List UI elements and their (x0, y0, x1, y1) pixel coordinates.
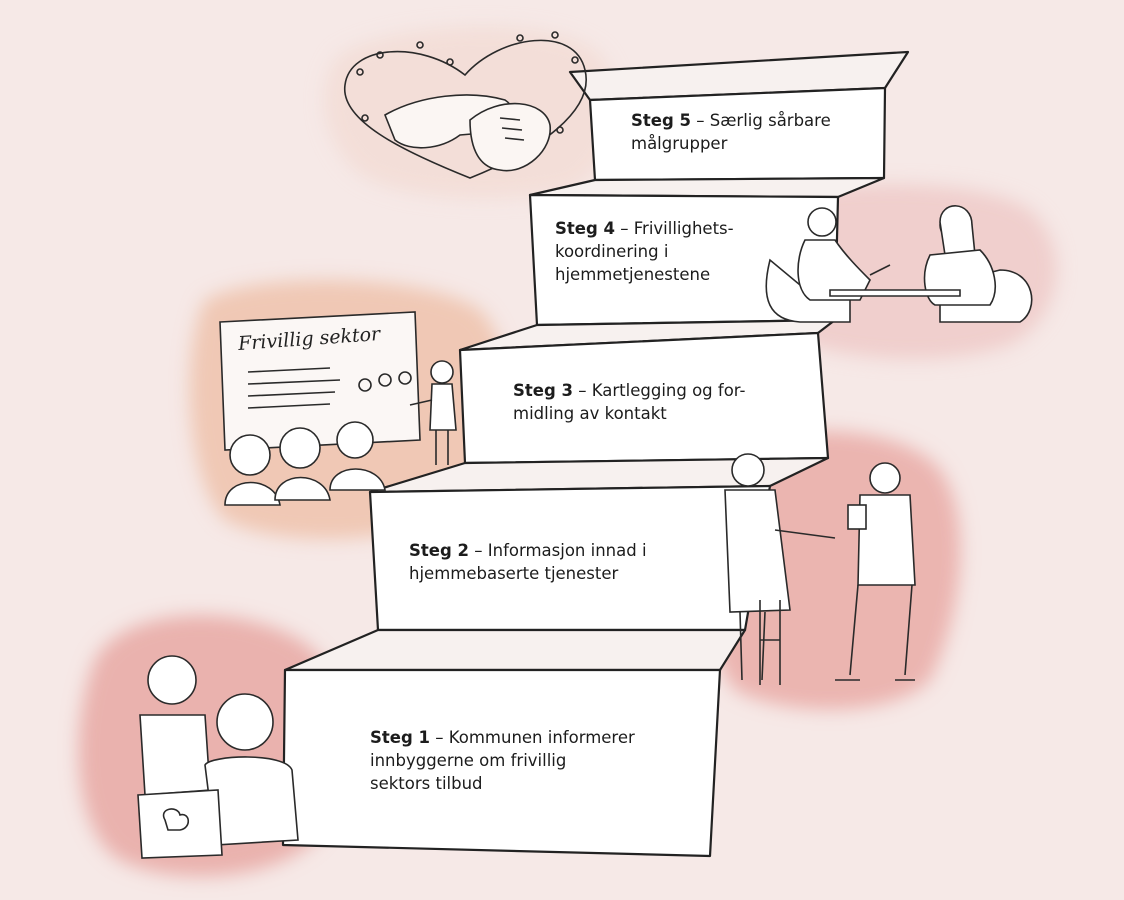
step5-label: Steg 5 – Særlig sårbare målgrupper (631, 110, 831, 156)
nurse-tablet (847, 504, 867, 530)
step2-number: Steg 2 (409, 541, 469, 560)
step5-text-line2: målgrupper (631, 133, 728, 153)
presentation-illustration (219, 311, 457, 506)
woman-hair (939, 205, 976, 256)
care-illustration (724, 453, 916, 685)
elderly-woman-head (731, 453, 765, 487)
nurse-head (869, 462, 901, 494)
presenter-head (430, 360, 454, 384)
step3-label: Steg 3 – Kartlegging og for- midling av … (513, 380, 745, 426)
heart-wreath (344, 39, 587, 179)
step3-text-line2: midling av kontakt (513, 403, 667, 423)
step4-text-line1: – Frivillighets- (620, 219, 734, 238)
couple-laptop-illustration (137, 655, 299, 859)
step1-tread (283, 628, 747, 672)
step1-text-line2: innbyggerne om frivillig (370, 750, 567, 770)
step4-label: Steg 4 – Frivillighets- koordinering i h… (555, 218, 734, 286)
step2-text-line2: hjemmebaserte tjenester (409, 563, 619, 583)
step2-label: Steg 2 – Informasjon innad i hjemmebaser… (409, 540, 647, 586)
step5-text-line1: – Særlig sårbare (696, 111, 831, 130)
step4-text-line3: hjemmetjenestene (555, 264, 711, 284)
man-head-step1 (147, 655, 197, 705)
woman-head-step1 (216, 693, 274, 751)
man-body-step1 (139, 714, 211, 796)
audience (224, 421, 386, 506)
meeting-illustration (765, 205, 1033, 323)
step3-text-line1: – Kartlegging og for- (578, 381, 746, 400)
woman-body-step1 (204, 756, 299, 846)
step3-number: Steg 3 (513, 381, 573, 400)
step2-text-line1: – Informasjon innad i (474, 541, 647, 560)
table (829, 289, 961, 297)
hand-right (469, 102, 551, 172)
step1-number: Steg 1 (370, 728, 430, 747)
step5-number: Steg 5 (631, 111, 691, 130)
step1-label: Steg 1 – Kommunen informerer innbyggerne… (370, 727, 635, 795)
man-head (807, 207, 837, 237)
presenter-body (429, 383, 457, 431)
elderly-woman-body (724, 489, 791, 613)
step1-text-line3: sektors tilbud (370, 773, 483, 793)
hands-heart-illustration (344, 31, 587, 179)
step4-text-line2: koordinering i (555, 241, 669, 261)
nurse-body (857, 494, 916, 586)
step1-text-line1: – Kommunen informerer (435, 728, 635, 747)
man-body (797, 239, 871, 301)
laptop (137, 789, 223, 859)
staircase (281, 50, 910, 858)
step4-number: Steg 4 (555, 219, 615, 238)
